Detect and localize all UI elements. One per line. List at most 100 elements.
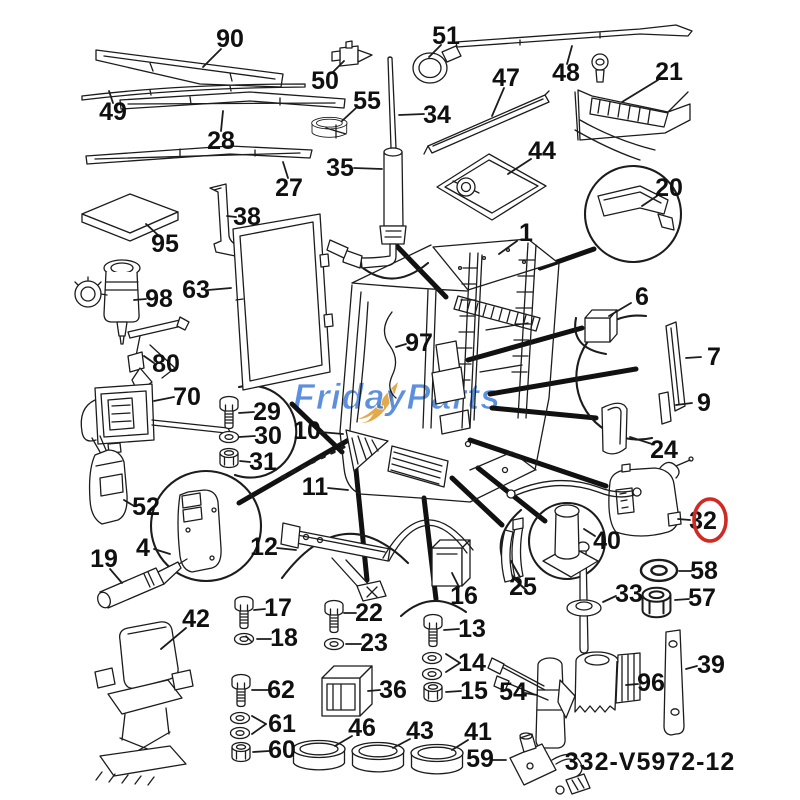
part-label-30: 30 bbox=[254, 422, 282, 450]
part-12-bracket bbox=[280, 522, 391, 602]
leader-line-52 bbox=[123, 499, 135, 507]
part-label-18: 18 bbox=[270, 624, 298, 652]
part-label-70: 70 bbox=[173, 383, 201, 411]
leader-line-61 bbox=[251, 723, 267, 735]
part-48-roof-strip bbox=[455, 24, 693, 48]
part-labels: 1467910111213141516171819202122232425272… bbox=[90, 22, 725, 773]
part-label-98: 98 bbox=[145, 285, 173, 313]
part-label-38: 38 bbox=[233, 203, 261, 231]
leader-line-31 bbox=[239, 460, 251, 463]
part-label-19: 19 bbox=[90, 545, 118, 573]
leader-line-42 bbox=[160, 627, 187, 650]
leader-line-1 bbox=[498, 240, 518, 255]
part-label-50: 50 bbox=[311, 67, 339, 95]
part-14-washers bbox=[421, 651, 443, 681]
leader-line-20 bbox=[641, 195, 658, 207]
part-90-roof-strip bbox=[95, 49, 284, 88]
leader-line-12 bbox=[276, 547, 297, 551]
leader-line-41 bbox=[451, 739, 469, 751]
drawing-part-code: 332-V5972-12 bbox=[565, 748, 735, 776]
part-32-washer-tank bbox=[608, 456, 694, 537]
leader-line-9 bbox=[675, 402, 693, 406]
part-label-33: 33 bbox=[615, 580, 643, 608]
part-label-90: 90 bbox=[216, 25, 244, 53]
leader-line-40 bbox=[583, 528, 596, 537]
part-label-40: 40 bbox=[593, 527, 621, 555]
watermark: FridayParts bbox=[293, 376, 501, 423]
leader-line-60 bbox=[252, 750, 270, 753]
leader-line-16 bbox=[451, 572, 460, 588]
part-30-washer bbox=[218, 430, 240, 444]
leader-line-50 bbox=[332, 60, 345, 73]
part-label-54: 54 bbox=[499, 678, 527, 706]
part-55-horn-cap bbox=[311, 116, 348, 139]
leader-line-38 bbox=[226, 215, 237, 218]
part-17-bolt bbox=[234, 595, 254, 630]
part-label-97: 97 bbox=[405, 329, 433, 357]
part-label-29: 29 bbox=[253, 398, 281, 426]
part-59-valve-block bbox=[509, 732, 591, 795]
leader-line-80 bbox=[143, 355, 155, 364]
part-label-23: 23 bbox=[360, 629, 388, 657]
leader-line-13 bbox=[443, 628, 460, 631]
part-63-door-glass bbox=[232, 213, 334, 391]
part-label-21: 21 bbox=[655, 58, 683, 86]
dashed-leader-11 bbox=[280, 445, 346, 479]
leader-line-95 bbox=[145, 223, 159, 236]
part-29-bolt bbox=[219, 395, 239, 430]
part-label-59: 59 bbox=[466, 745, 494, 773]
watermark-swoosh-icon bbox=[358, 382, 398, 423]
part-24-pad bbox=[601, 402, 628, 455]
leader-line-43 bbox=[392, 738, 411, 749]
part-label-20: 20 bbox=[655, 174, 683, 202]
part-49-trim-strip bbox=[81, 83, 306, 101]
part-58-washer bbox=[639, 558, 679, 583]
leader-line-10 bbox=[319, 431, 344, 435]
part-7-glass-strip bbox=[665, 321, 686, 412]
part-36-relay-box bbox=[321, 665, 373, 717]
leader-line-30 bbox=[238, 435, 256, 438]
leader-line-19 bbox=[109, 568, 123, 584]
part-98-washer-bottle bbox=[74, 259, 141, 345]
part-25-duct bbox=[500, 517, 524, 583]
part-label-1: 1 bbox=[519, 219, 533, 247]
part-27-trim-strip bbox=[85, 145, 313, 165]
leader-line-17 bbox=[253, 608, 266, 611]
leader-line-4 bbox=[153, 548, 171, 555]
part-label-15: 15 bbox=[460, 677, 488, 705]
leader-line-98 bbox=[133, 298, 147, 301]
leader-line-21 bbox=[621, 79, 659, 103]
part-label-34: 34 bbox=[423, 101, 451, 129]
leader-line-46 bbox=[334, 735, 353, 747]
part-34-aerial-rod bbox=[387, 56, 397, 149]
part-96-heater-core bbox=[574, 651, 641, 713]
part-label-47: 47 bbox=[492, 64, 520, 92]
part-label-12: 12 bbox=[250, 533, 278, 561]
part-40-funnel bbox=[542, 504, 599, 578]
watermark-text: FridayParts bbox=[293, 376, 501, 417]
leader-line-35 bbox=[353, 167, 383, 170]
part-label-16: 16 bbox=[450, 582, 478, 610]
part-50-valve bbox=[331, 40, 373, 67]
leader-line-39 bbox=[685, 665, 698, 670]
part-28-trim-strip bbox=[119, 91, 346, 110]
leader-line-28 bbox=[220, 110, 224, 132]
cab-assembly bbox=[280, 238, 642, 562]
leader-line-49 bbox=[108, 90, 114, 104]
part-70-heater-assembly bbox=[80, 383, 233, 454]
part-95-filter-pad bbox=[81, 193, 179, 242]
part-44-roof-gasket bbox=[436, 153, 547, 221]
part-label-48: 48 bbox=[552, 59, 580, 87]
leader-line-54 bbox=[524, 692, 538, 696]
leader-line-48 bbox=[566, 45, 573, 65]
leader-line-90 bbox=[202, 48, 222, 68]
part-label-13: 13 bbox=[458, 615, 486, 643]
part-9-glass-strip-small bbox=[658, 391, 672, 425]
part-21-corner-grille bbox=[574, 53, 691, 161]
part-label-63: 63 bbox=[182, 276, 210, 304]
part-label-14: 14 bbox=[458, 649, 486, 677]
part-61-washers bbox=[229, 711, 251, 740]
part-label-46: 46 bbox=[348, 714, 376, 742]
part-label-44: 44 bbox=[528, 137, 556, 165]
leader-line-25 bbox=[510, 560, 521, 578]
